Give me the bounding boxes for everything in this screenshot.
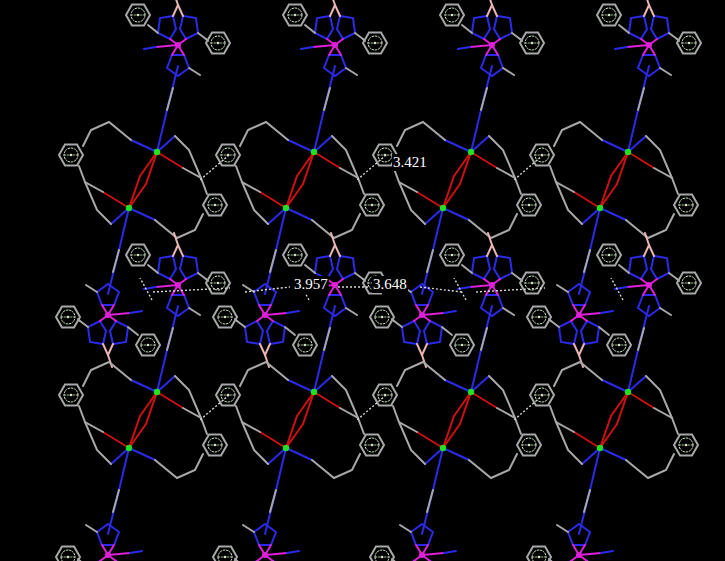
molecule-chain [527,0,701,367]
molecule-chains [56,0,701,561]
molecule-chain [370,233,544,561]
molecule-chain [56,0,230,367]
molecule-chain [213,0,387,367]
contact-lines [140,155,623,420]
molecule-chain [527,233,701,561]
molecule-chain [213,233,387,561]
distance-label: 3.648 [372,276,408,293]
molecule-chain [56,233,230,561]
distance-label: 3.957 [293,276,329,293]
molecule-chain [370,0,544,367]
distance-label: 3.421 [392,154,428,171]
